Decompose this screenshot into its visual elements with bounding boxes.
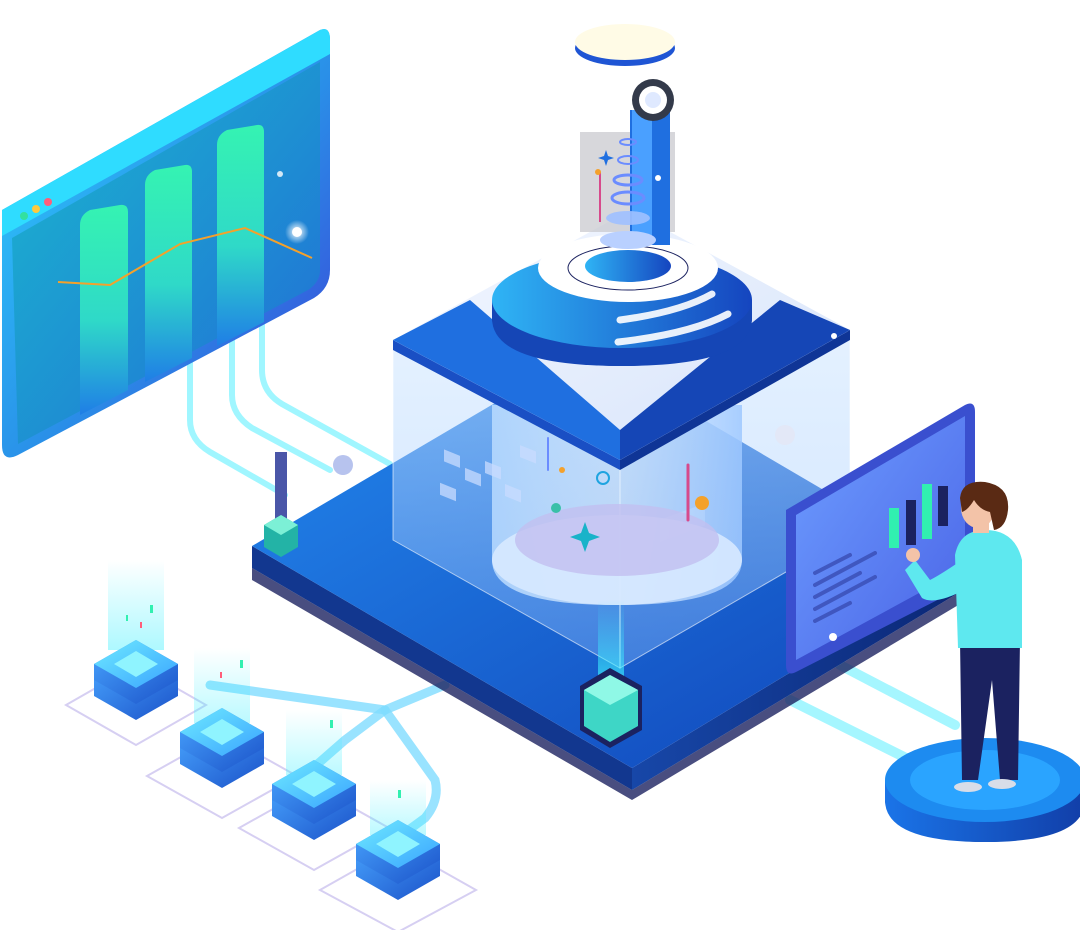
chart-bar [80, 204, 128, 415]
server-stack [317, 780, 479, 930]
right-dashboard-panel [786, 403, 975, 674]
mini-bar [906, 500, 916, 545]
connection-lines [187, 317, 960, 845]
trend-line [57, 226, 313, 287]
corner-pillar-left [264, 452, 298, 557]
window-dot-icon [44, 198, 52, 206]
bubble-icon [775, 425, 795, 445]
corner-pillar-front [580, 600, 642, 748]
dot-icon [829, 633, 837, 641]
dot-icon [831, 333, 837, 339]
bubble-icon [333, 455, 353, 475]
server-stack [236, 710, 392, 872]
sparkle-icon [570, 522, 600, 552]
glow-light-icon [292, 227, 302, 237]
window-dot-icon [20, 212, 28, 220]
server-stack [63, 560, 209, 747]
light-beam [575, 24, 675, 249]
server-stacks [63, 560, 479, 930]
dot-icon [277, 171, 283, 177]
mini-bar [889, 508, 899, 548]
top-disk [492, 234, 752, 366]
glass-chamber [392, 329, 851, 669]
bubble-icon [551, 503, 561, 513]
server-stack [144, 648, 300, 820]
mini-bar [922, 484, 932, 539]
person-on-pedestal [885, 481, 1080, 842]
bubble-icon [596, 471, 610, 485]
chart-bar [145, 164, 192, 382]
floating-disc [575, 24, 675, 60]
window-dot-icon [32, 205, 40, 213]
mini-bar [938, 486, 948, 526]
bubble-icon [695, 496, 709, 510]
chart-bar [217, 124, 264, 346]
dot-icon [595, 169, 601, 175]
dot-icon [655, 175, 661, 181]
left-monitor [2, 29, 330, 458]
sparkle-icon [598, 150, 614, 166]
bubble-icon [559, 467, 565, 473]
